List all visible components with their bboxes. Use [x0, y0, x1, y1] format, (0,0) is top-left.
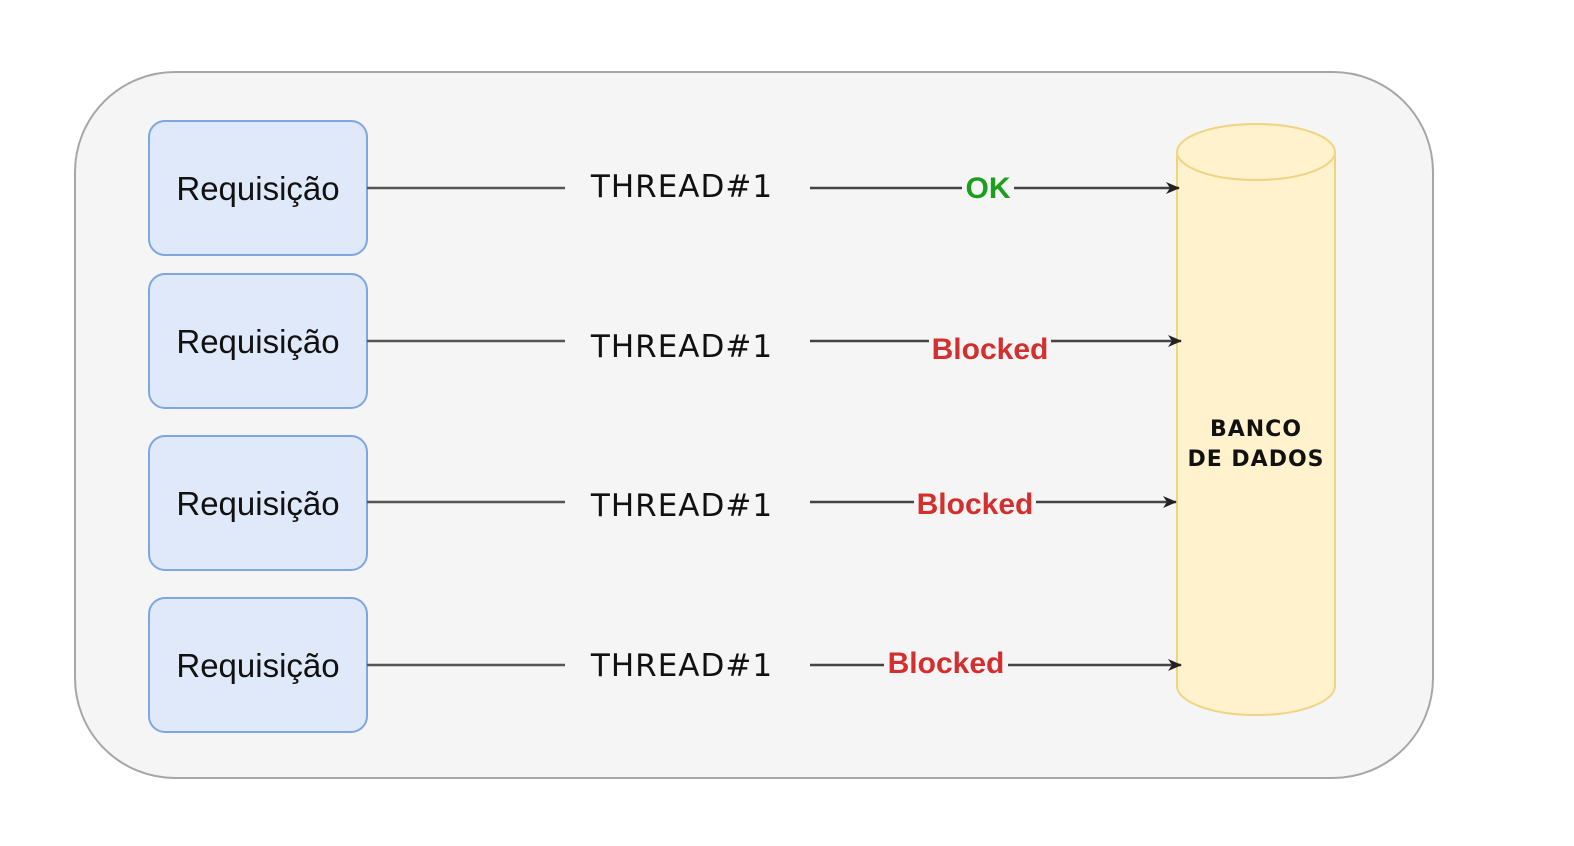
thread-label: THREAD#1 [590, 648, 773, 684]
request-row: Requisição THREAD#1 OK [148, 120, 1180, 256]
request-row: Requisição THREAD#1 Blocked [148, 435, 1177, 571]
database-cylinder: BANCO DE DADOS [1176, 123, 1336, 716]
database-label-line1: BANCO [1210, 417, 1302, 442]
status-label-bg [962, 170, 1014, 206]
request-row: Requisição THREAD#1 Blocked [148, 273, 1182, 409]
container-frame [74, 71, 1434, 779]
thread-label: THREAD#1 [590, 488, 773, 524]
request-row: Requisição THREAD#1 Blocked [148, 597, 1182, 733]
status-label-bg [929, 330, 1051, 368]
thread-label: THREAD#1 [590, 169, 773, 205]
database-top [1176, 123, 1336, 181]
status-label-blocked: Blocked [917, 488, 1034, 521]
status-label-ok: OK [966, 172, 1011, 205]
status-label-blocked: Blocked [888, 647, 1005, 680]
request-label: Requisição [176, 485, 339, 522]
thread-label: THREAD#1 [590, 329, 773, 365]
request-label: Requisição [176, 323, 339, 360]
request-label: Requisição [176, 170, 339, 207]
request-label: Requisição [176, 647, 339, 684]
database-body [1176, 152, 1336, 716]
status-label-blocked: Blocked [932, 333, 1049, 366]
status-label-bg [884, 645, 1008, 681]
status-label-bg [914, 486, 1036, 522]
database-label-line2: DE DADOS [1187, 447, 1324, 472]
